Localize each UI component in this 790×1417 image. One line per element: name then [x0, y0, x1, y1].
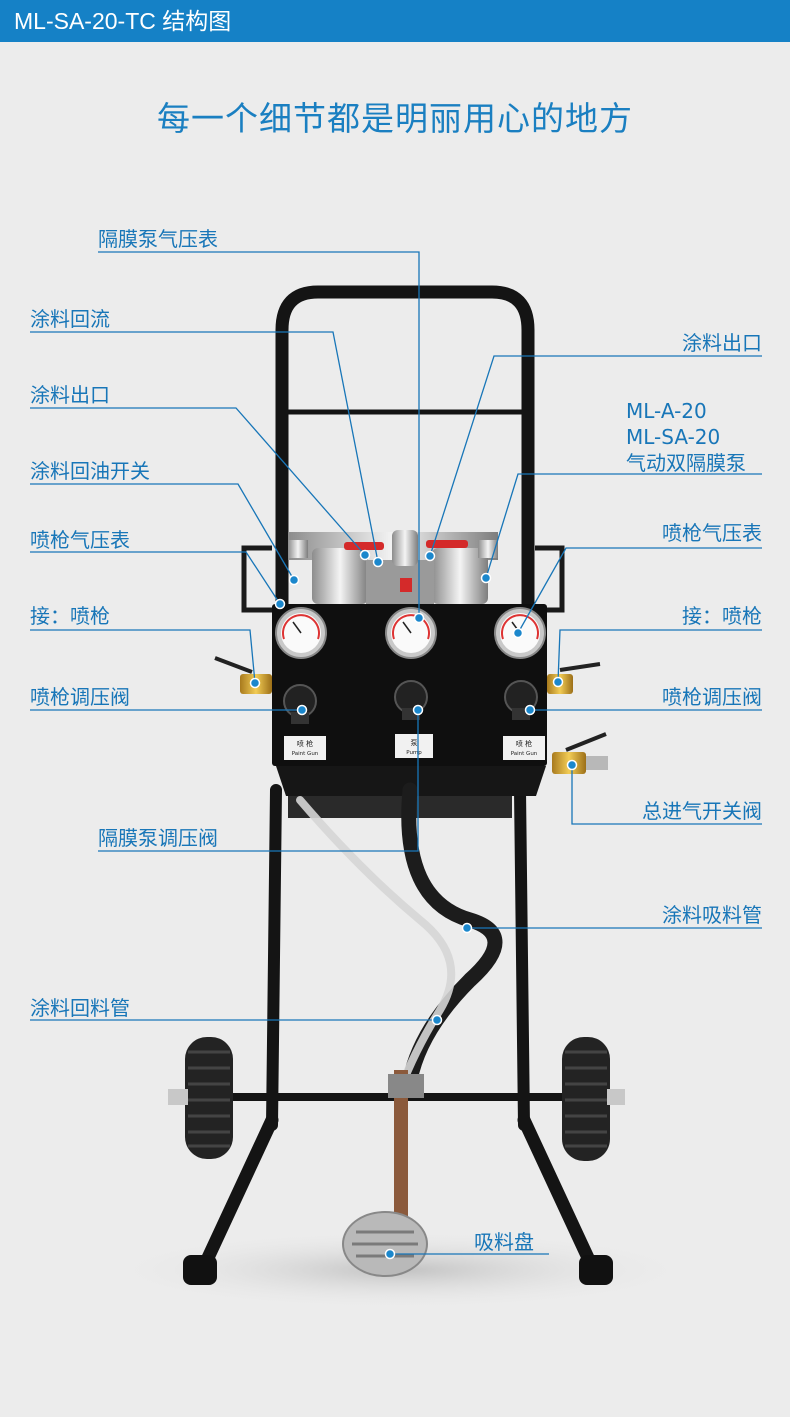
main-air-valve-icon — [552, 732, 608, 774]
label-gun-gauge-right: 喷枪气压表 — [662, 521, 762, 545]
suction-wand — [394, 1070, 408, 1220]
wheel-left — [168, 1037, 233, 1159]
cart-frame — [168, 285, 616, 1282]
label-paint-return-switch: 涂料回油开关 — [30, 459, 150, 483]
model-line-1: ML-A-20 — [626, 399, 707, 423]
suction-plate-icon — [342, 1211, 428, 1277]
label-connect-gun-right: 接：喷枪 — [682, 604, 762, 628]
gauge-center-icon — [385, 607, 437, 659]
label-return-hose: 涂料回料管 — [30, 996, 130, 1020]
label-paint-outlet-left: 涂料出口 — [30, 383, 110, 407]
header-bar: ML-SA-20-TC 结构图 — [0, 0, 790, 42]
plate-left-cn: 喷 枪 — [297, 739, 313, 748]
plate-right — [503, 736, 545, 760]
label-paint-return: 涂料回流 — [30, 307, 110, 331]
label-diaphragm-pump-gauge: 隔膜泵气压表 — [98, 227, 218, 251]
label-gun-regulator-right: 喷枪调压阀 — [662, 685, 762, 709]
label-main-air-valve: 总进气开关阀 — [642, 799, 762, 823]
base-tray — [276, 766, 546, 796]
plate-right-cn: 喷 枪 — [516, 739, 532, 748]
label-paint-outlet-right: 涂料出口 — [682, 331, 762, 355]
label-gun-regulator-left: 喷枪调压阀 — [30, 685, 130, 709]
label-suction-plate: 吸料盘 — [474, 1230, 534, 1254]
plate-center — [395, 734, 433, 758]
regulator-knob-left-icon — [283, 684, 317, 724]
gauge-left-icon — [275, 607, 327, 659]
plate-right-en: Paint Gun — [511, 751, 538, 757]
plate-left-en: Paint Gun — [292, 751, 319, 757]
bracket-left — [241, 545, 272, 613]
gun-outlet-valve-left-icon — [214, 656, 272, 694]
label-pump-regulator: 隔膜泵调压阀 — [98, 826, 218, 850]
plate-left — [284, 736, 326, 760]
model-line-3: 气动双隔膜泵 — [626, 451, 746, 475]
diaphragm-pump — [288, 530, 498, 606]
model-line-2: ML-SA-20 — [626, 425, 721, 449]
return-hose — [296, 796, 456, 1094]
label-connect-gun-left: 接：喷枪 — [30, 604, 110, 628]
label-suction-hose: 涂料吸料管 — [662, 903, 762, 927]
subtitle: 每一个细节都是明丽用心的地方 — [157, 99, 633, 138]
plate-center-en: Pump — [406, 750, 422, 756]
foot-right — [579, 1255, 613, 1285]
page-title: ML-SA-20-TC 结构图 — [14, 8, 232, 34]
leader-lines — [30, 251, 762, 1255]
label-gun-gauge-left: 喷枪气压表 — [30, 528, 130, 552]
foot-left — [183, 1255, 217, 1285]
callout-dots — [249, 549, 578, 1260]
wheel-right — [562, 1037, 625, 1161]
model-block: ML-A-20 ML-SA-20 气动双隔膜泵 — [626, 398, 746, 476]
bracket-right — [535, 545, 565, 613]
plate-center-cn: 泵 — [411, 739, 418, 747]
